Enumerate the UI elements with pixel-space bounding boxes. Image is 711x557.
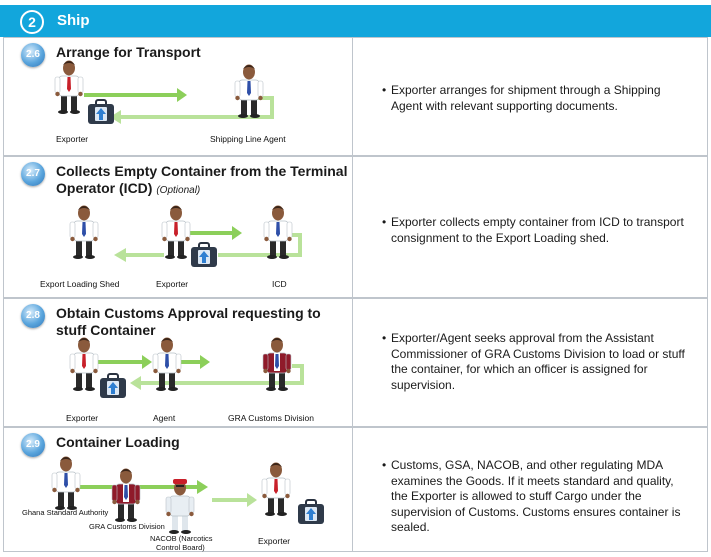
step-description-cell: Exporter collects empty container from I… — [353, 157, 707, 297]
step-number-badge: 2.9 — [21, 433, 45, 457]
step-description-cell: Customs, GSA, NACOB, and other regulatin… — [353, 428, 707, 551]
exporter-person-icon — [261, 462, 291, 516]
step-diagram-cell: 2.8 Obtain Customs Approval requesting t… — [4, 299, 353, 426]
loading-shed-person-icon — [69, 205, 99, 259]
briefcase-icon — [100, 373, 126, 398]
step-row-2-8: 2.8 Obtain Customs Approval requesting t… — [3, 298, 708, 427]
label-nacob-board: Control Board) — [156, 543, 205, 552]
section-number-badge: 2 — [20, 10, 44, 34]
arrow-to-icd — [189, 226, 242, 240]
step-row-2-7: 2.7 Collects Empty Container from the Te… — [3, 156, 708, 298]
label-exporter: Exporter — [258, 536, 291, 546]
step-number-badge: 2.6 — [21, 43, 45, 67]
gsa-person-icon — [51, 456, 81, 510]
agent-person-icon — [234, 64, 264, 118]
label-exporter: Exporter — [156, 279, 189, 289]
arrow-to-agent — [84, 88, 187, 102]
icd-person-icon — [263, 205, 293, 259]
step-diagram-cell: 2.6 Arrange for Transport Exporter Shipp… — [4, 38, 353, 155]
step-subtitle: (Optional) — [156, 185, 201, 196]
arrow-return-loop — [110, 96, 274, 124]
label-exporter: Exporter — [56, 134, 89, 144]
arrow-to-customs — [180, 355, 210, 369]
agent-person-icon — [152, 337, 182, 391]
label-ghana-standard-authority: Ghana Standard Authority — [22, 508, 109, 517]
step-diagram — [54, 60, 274, 124]
customs-officer-icon — [111, 468, 141, 522]
arrow-return-loop — [130, 364, 304, 390]
arrow-to-loading-shed — [114, 248, 164, 262]
step-title: Arrange for Transport — [56, 44, 201, 60]
label-gra-customs-division: GRA Customs Division — [89, 522, 165, 531]
arrow-to-agent — [94, 355, 152, 369]
section-header: 2 Ship — [0, 5, 711, 37]
step-description-cell: Exporter/Agent seeks approval from the A… — [353, 299, 707, 426]
arrow-container-loading — [212, 493, 257, 507]
step-diagram — [69, 337, 304, 398]
arrow-to-exporter — [79, 480, 208, 494]
step-diagram-cell: 2.9 Container Loading Ghana Standard Aut… — [4, 428, 353, 552]
exporter-person-icon — [69, 337, 99, 391]
label-nacob: NACOB (Narcotics — [150, 534, 213, 543]
step-number-badge: 2.8 — [21, 304, 45, 328]
step-title: Collects Empty Container from the Termin… — [56, 163, 348, 196]
label-export-loading-shed: Export Loading Shed — [40, 279, 120, 289]
step-description: Exporter collects empty container from I… — [382, 215, 691, 246]
label-shipping-line-agent: Shipping Line Agent — [210, 134, 286, 144]
step-diagram-cell: 2.7 Collects Empty Container from the Te… — [4, 157, 353, 297]
section-title: Ship — [57, 12, 90, 29]
step-description: Exporter arranges for shipment through a… — [382, 83, 691, 114]
step-number-badge: 2.7 — [21, 162, 45, 186]
step-row-2-9: 2.9 Container Loading Ghana Standard Aut… — [3, 427, 708, 552]
label-icd: ICD — [272, 279, 287, 289]
step-title: Container Loading — [56, 434, 180, 450]
briefcase-icon — [88, 99, 114, 124]
briefcase-icon — [191, 242, 217, 267]
label-gra-customs-division: GRA Customs Division — [228, 413, 314, 423]
label-exporter: Exporter — [66, 413, 99, 423]
customs-officer-icon — [262, 337, 292, 391]
step-diagram — [69, 205, 302, 267]
exporter-person-icon — [54, 60, 84, 114]
briefcase-icon — [298, 499, 324, 524]
exporter-person-icon — [161, 205, 191, 259]
step-description: Exporter/Agent seeks approval from the A… — [382, 331, 691, 393]
step-diagram — [51, 456, 324, 534]
step-description-cell: Exporter arranges for shipment through a… — [353, 38, 707, 155]
step-title: Obtain Customs Approval requesting to st… — [56, 305, 321, 338]
nacob-officer-icon — [165, 479, 195, 534]
label-agent: Agent — [153, 413, 176, 423]
step-row-2-6: 2.6 Arrange for Transport Exporter Shipp… — [3, 37, 708, 156]
step-description: Customs, GSA, NACOB, and other regulatin… — [382, 458, 691, 536]
